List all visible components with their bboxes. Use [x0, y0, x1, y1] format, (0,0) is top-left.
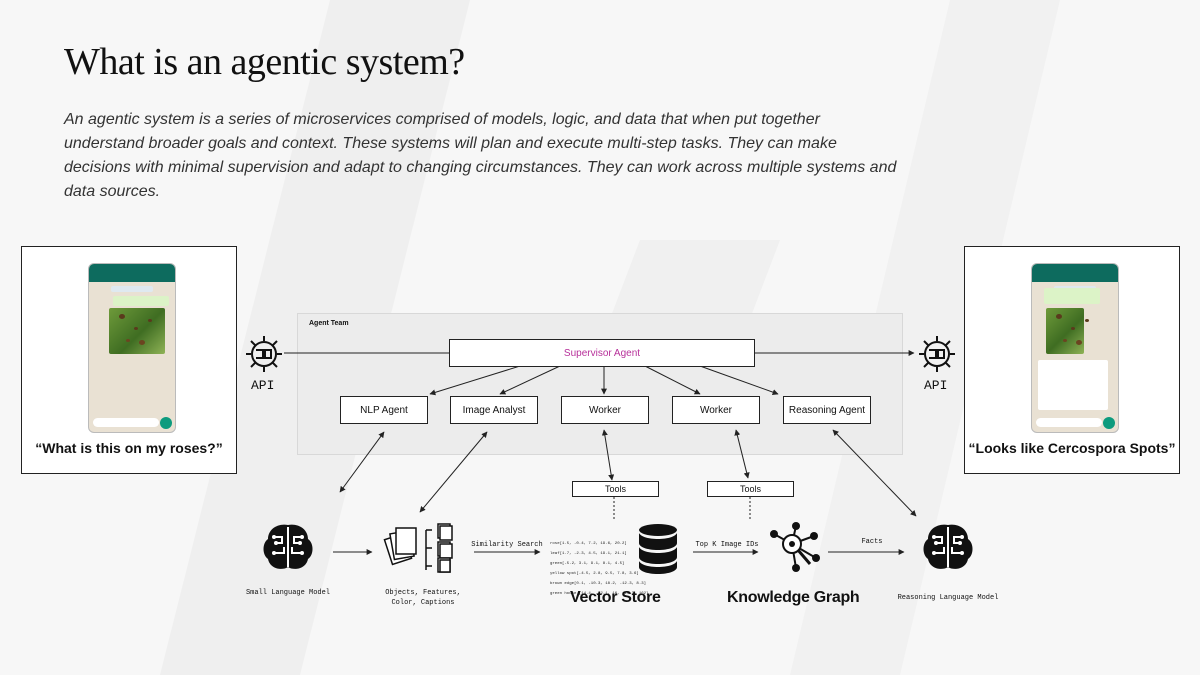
user-question-card: “What is this on my roses?” [21, 246, 237, 474]
tools-box-2: Tools [707, 481, 794, 497]
worker-box-2: Worker [672, 396, 760, 424]
plug-gear-icon [919, 336, 955, 372]
objects-label-line2: Color, Captions [391, 599, 455, 607]
slm-label: Small Language Model [245, 589, 330, 597]
vector-store-label: Vector Store [570, 589, 661, 606]
tools-box-1: Tools [572, 481, 659, 497]
page-subtitle: An agentic system is a series of microse… [64, 111, 897, 200]
similarity-search-label: Similarity Search [471, 541, 543, 549]
brain-chip-icon [923, 524, 973, 569]
api-label-left: API [251, 378, 275, 393]
page-title: What is an agentic system? [64, 41, 465, 83]
nlp-agent-box: NLP Agent [340, 396, 428, 424]
worker-box-1: Worker [561, 396, 649, 424]
supervisor-agent-box: Supervisor Agent [449, 339, 755, 367]
image-analyst-box: Image Analyst [450, 396, 538, 424]
top-k-label: Top K Image IDs [695, 541, 759, 549]
vector-line: brown edge[0.1, -10.3, 18.2, -12.3, 8.3] [550, 582, 647, 586]
chat-screenshot [88, 263, 176, 433]
answer-card: “Looks like Cercospora Spots” [964, 246, 1180, 474]
vector-line: green house [14.4, -72.1, 16, -10.3, 162… [550, 592, 649, 596]
objects-label-line1: Objects, Features, [385, 589, 461, 597]
reasoning-agent-box: Reasoning Agent [783, 396, 871, 424]
agent-team-container [297, 313, 903, 455]
vector-line: leaf[1.7, -2.3, 4.5, 19.1, 21.1] [550, 552, 627, 556]
vector-list: rose[1.5, -0.4, 7.2, 19.6, 20.2] leaf[1.… [550, 537, 648, 602]
documents-icon [383, 523, 453, 573]
rlm-label: Reasoning Language Model [897, 594, 999, 602]
user-question-text: “What is this on my roses?” [35, 440, 223, 456]
vector-line: yellow spot[-4.5, 2.8, 9.5, 7.8, 3.6] [550, 572, 639, 576]
chat-screenshot [1031, 263, 1119, 433]
knowledge-graph-icon [770, 522, 820, 572]
facts-label: Facts [861, 538, 883, 546]
plug-gear-icon [246, 336, 282, 372]
vector-line: green[-5.2, 3.1, 9.1, 8.1, 4.5] [550, 562, 625, 566]
database-icon [639, 524, 677, 574]
brain-chip-icon [263, 524, 313, 569]
agent-team-label: Agent Team [309, 320, 349, 327]
answer-text: “Looks like Cercospora Spots” [968, 440, 1176, 456]
api-label-right: API [924, 378, 948, 393]
knowledge-graph-label: Knowledge Graph [727, 589, 860, 606]
vector-line: rose[1.5, -0.4, 7.2, 19.6, 20.2] [550, 542, 627, 546]
